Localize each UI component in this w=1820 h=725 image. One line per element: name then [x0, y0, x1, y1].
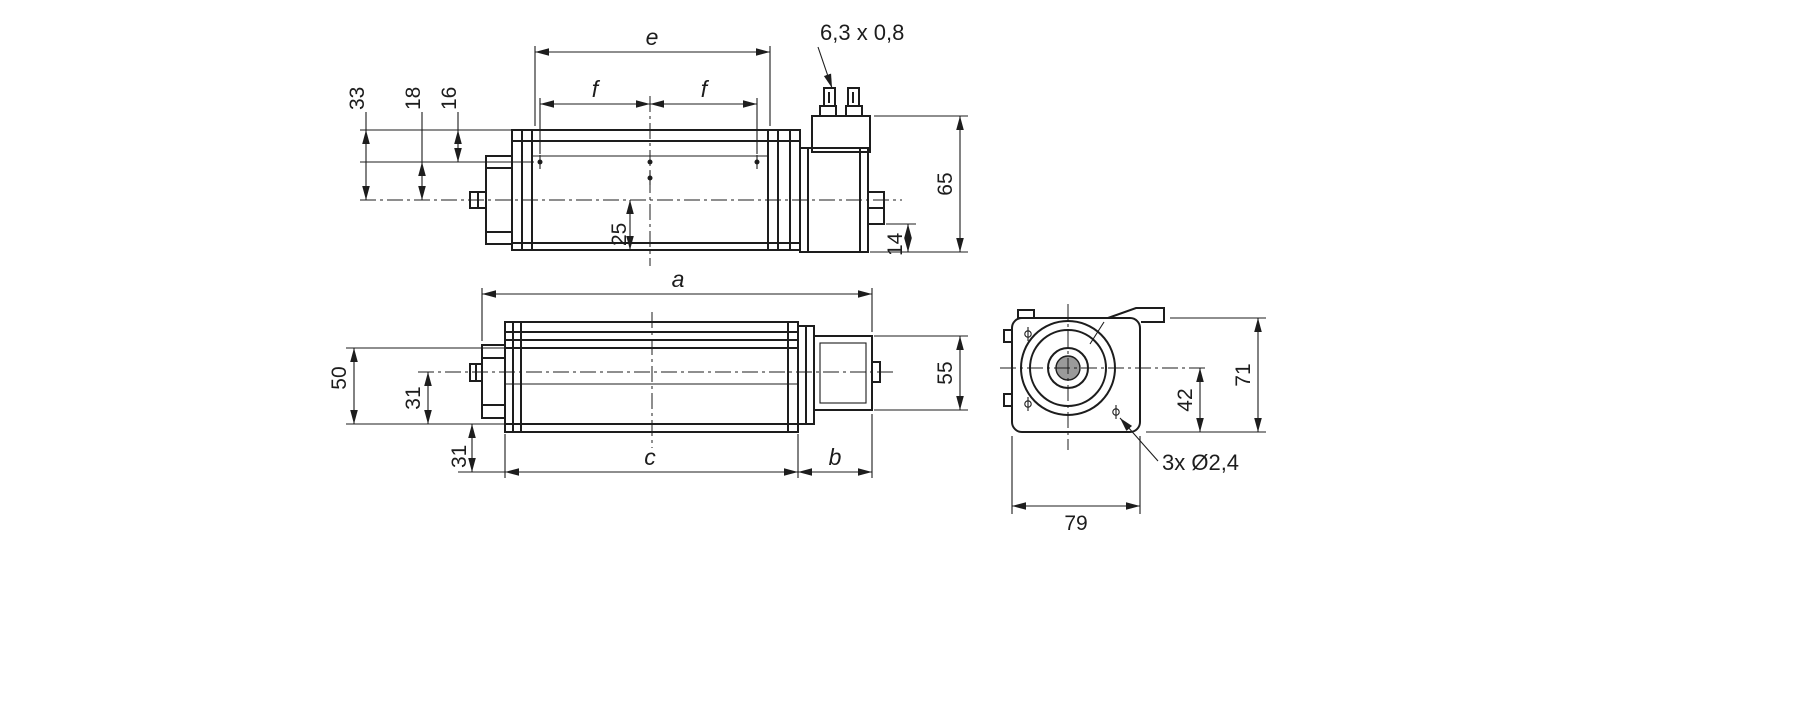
dim-33-label: 33 — [346, 87, 369, 110]
dim-14-label: 14 — [884, 232, 907, 256]
dim-e-label: e — [646, 24, 659, 50]
dim-31-low-label: 31 — [448, 445, 471, 468]
terminal-leader-line — [817, 46, 833, 89]
dim-f-left-label: f — [592, 76, 601, 102]
dim-a-label: a — [672, 266, 685, 292]
view-end: 71 42 79 3x Ø2,4 — [1000, 304, 1266, 535]
dim-f-right-label: f — [701, 76, 710, 102]
spade-terminal-left — [823, 87, 836, 107]
dim-16-label: 16 — [438, 87, 461, 110]
side-view-motor — [797, 325, 881, 425]
dim-25-label: 25 — [608, 223, 631, 246]
view-bottom-side: a 50 31 31 55 c b — [328, 266, 968, 478]
dim-18-label: 18 — [402, 87, 425, 110]
dim-71-label: 71 — [1232, 363, 1255, 386]
dim-79-label: 79 — [1064, 512, 1087, 535]
dim-65-label: 65 — [934, 172, 957, 195]
mounting-holes-label: 3x Ø2,4 — [1162, 450, 1239, 475]
side-view-centerlines — [418, 312, 896, 448]
top-view-housing — [511, 129, 801, 251]
top-view-dimensions — [360, 46, 968, 253]
outlet-flange — [1107, 307, 1165, 323]
end-view-mounting-holes — [1024, 327, 1120, 419]
dim-b-label: b — [829, 444, 842, 470]
dim-50-label: 50 — [328, 366, 351, 389]
view-top-side: e f f 33 18 16 25 65 14 6,3 x 0,8 — [346, 20, 968, 266]
terminal-block — [811, 87, 871, 153]
terminal-size-label: 6,3 x 0,8 — [820, 20, 904, 45]
dim-31-mid-label: 31 — [402, 386, 425, 409]
top-view-mounting-holes — [537, 155, 760, 185]
dim-55-label: 55 — [934, 361, 957, 384]
end-view-centerlines — [1000, 304, 1206, 450]
top-view-centerlines — [360, 96, 902, 266]
end-view-housing — [1003, 307, 1165, 433]
holes-leader-line — [1119, 417, 1159, 462]
side-view-bearing-bracket — [469, 344, 506, 419]
dim-42-label: 42 — [1174, 388, 1197, 411]
end-view-dimensions — [1011, 317, 1266, 514]
dim-c-label: c — [644, 444, 656, 470]
side-view-dimensions — [346, 288, 968, 478]
spade-terminal-right — [847, 87, 860, 107]
